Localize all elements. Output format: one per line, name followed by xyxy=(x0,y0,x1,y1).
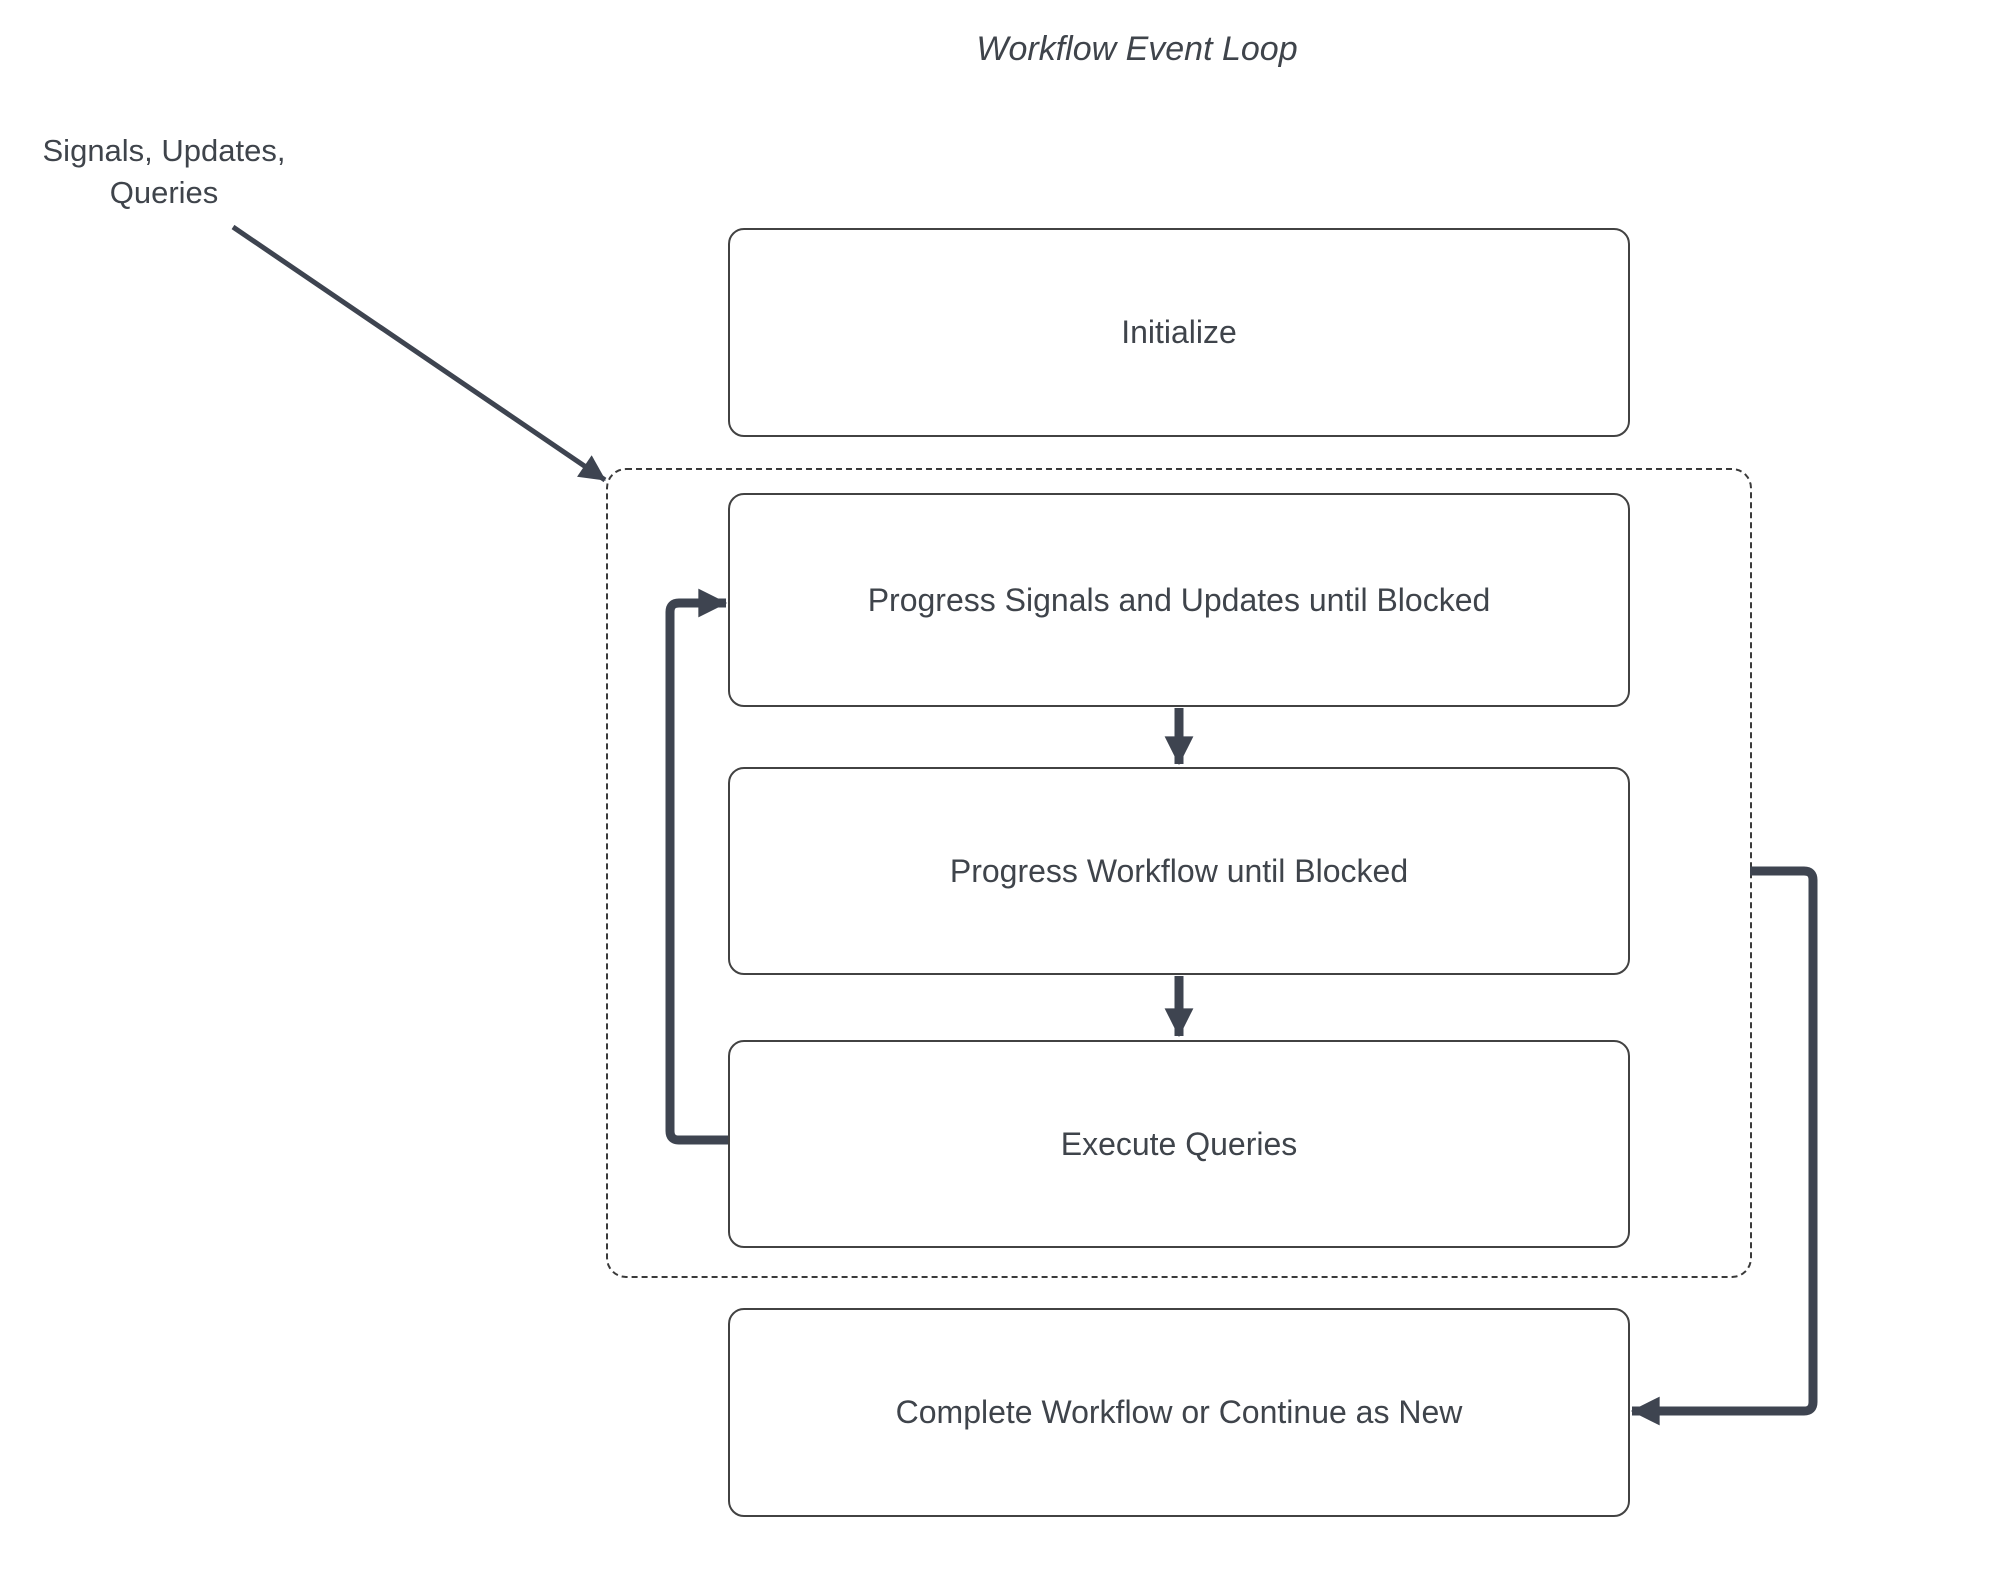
node-progress-workflow: Progress Workflow until Blocked xyxy=(728,767,1630,975)
node-complete-workflow: Complete Workflow or Continue as New xyxy=(728,1308,1630,1517)
label-line-2: Queries xyxy=(109,175,219,210)
node-initialize: Initialize xyxy=(728,228,1630,437)
signals-updates-queries-label: Signals, Updates, Queries xyxy=(43,130,286,214)
signal-input-arrow xyxy=(231,224,607,483)
label-line-1: Signals, Updates, xyxy=(42,133,286,168)
node-progress-signals: Progress Signals and Updates until Block… xyxy=(728,493,1630,707)
node-label: Execute Queries xyxy=(1060,1125,1298,1162)
node-label: Complete Workflow or Continue as New xyxy=(895,1394,1463,1430)
node-execute-queries: Execute Queries xyxy=(728,1040,1630,1248)
node-label: Initialize xyxy=(1121,314,1237,350)
diagram-title: Workflow Event Loop xyxy=(976,30,1298,68)
node-label: Progress Signals and Updates until Block… xyxy=(867,581,1491,618)
node-label: Progress Workflow until Blocked xyxy=(949,852,1409,889)
